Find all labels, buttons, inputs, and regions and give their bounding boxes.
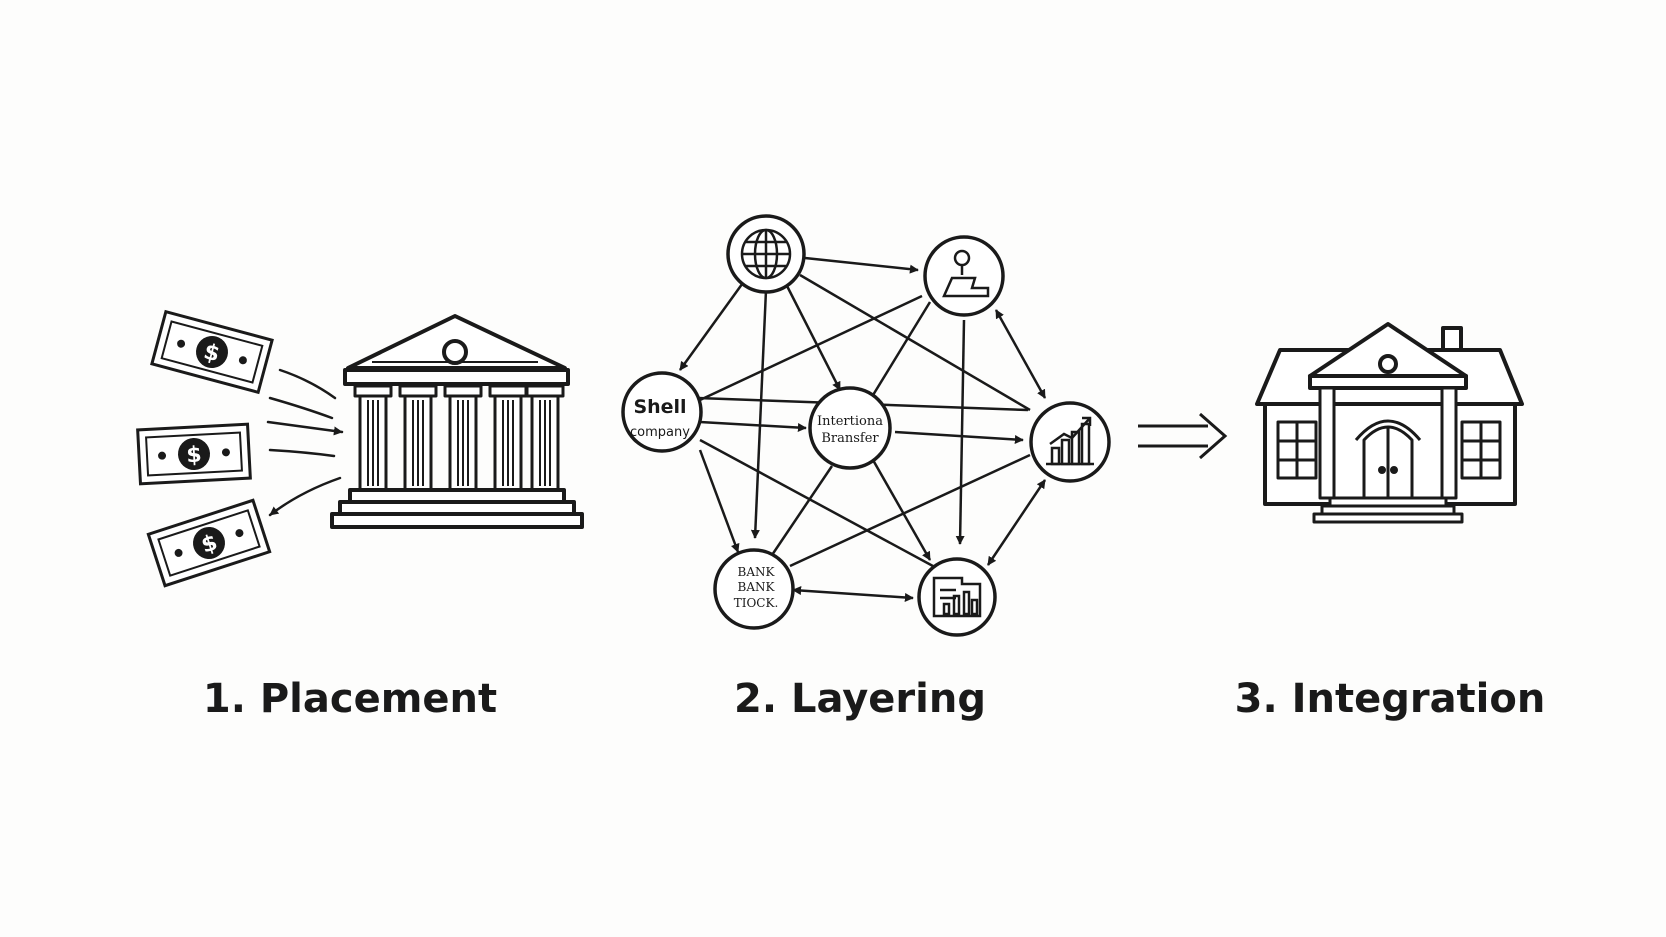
globe-icon bbox=[740, 228, 792, 280]
motion-lines bbox=[266, 368, 344, 517]
shell-company-subtitle: company bbox=[630, 425, 690, 440]
node-chart bbox=[1029, 401, 1111, 483]
stage-label-layering: 2. Layering bbox=[734, 676, 986, 722]
transfer-line2: Bransfer bbox=[821, 431, 879, 446]
node-globe bbox=[726, 214, 806, 294]
bank-line1: BANK bbox=[738, 565, 776, 579]
bank-line3: TIOCK. bbox=[734, 596, 779, 610]
transfer-line1: Intertiona bbox=[817, 414, 883, 429]
node-person bbox=[923, 235, 1005, 317]
node-bank: BANK BANK TIOCK. bbox=[713, 548, 795, 630]
node-international-transfer: Intertiona Bransfer bbox=[808, 386, 892, 470]
growth-chart-icon bbox=[1046, 416, 1094, 466]
bank-line2: BANK bbox=[738, 580, 776, 594]
bank-building-icon bbox=[330, 314, 584, 529]
stage-label-integration: 3. Integration bbox=[1234, 676, 1546, 722]
stage-label-placement: 1. Placement bbox=[202, 676, 498, 722]
mansion-icon bbox=[1255, 322, 1524, 524]
layering-nodes: Shell company Intertiona Bransfer bbox=[621, 214, 1111, 637]
node-shell-company: Shell company bbox=[621, 371, 703, 453]
node-financial bbox=[917, 557, 997, 637]
person-desk-icon bbox=[942, 249, 990, 298]
dollar-bill-icon bbox=[146, 498, 272, 588]
dollar-bill-icon bbox=[136, 422, 252, 486]
money-bills bbox=[136, 310, 274, 588]
shell-company-title: Shell bbox=[633, 396, 686, 418]
dollar-bill-icon bbox=[150, 310, 274, 394]
layering-connections bbox=[678, 256, 1047, 602]
financial-report-icon bbox=[932, 576, 982, 618]
double-arrow-right-icon bbox=[1138, 412, 1228, 460]
